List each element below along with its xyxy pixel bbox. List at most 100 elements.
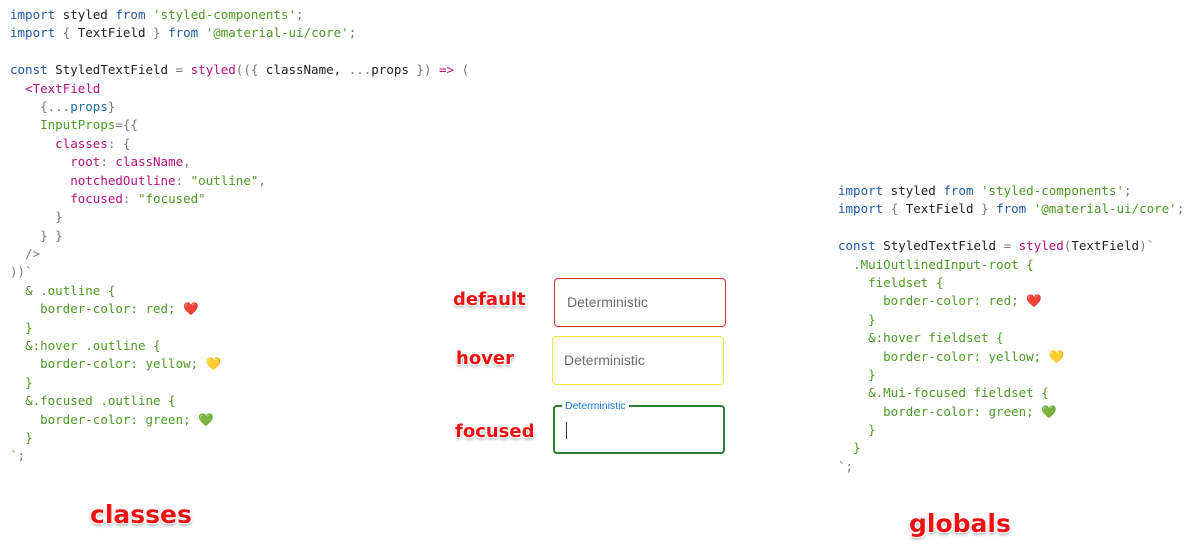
textfield-default[interactable]: Deterministic [554, 278, 726, 327]
code-token: styled [1018, 238, 1064, 254]
code-token: = [175, 62, 184, 78]
code-token: fieldset { [868, 274, 944, 290]
code-token [10, 338, 25, 353]
code-line: } [838, 421, 1184, 439]
code-token: /> [25, 246, 41, 262]
textfield-hover[interactable]: Deterministic [552, 336, 724, 385]
code-line: & .outline { [10, 282, 469, 300]
code-token [10, 209, 55, 224]
code-token [10, 246, 25, 261]
code-token: "focused" [137, 190, 206, 206]
code-token: } [868, 311, 876, 327]
code-token [838, 367, 868, 382]
code-token: import [838, 201, 884, 217]
code-token: } [55, 209, 63, 225]
code-token [10, 228, 40, 243]
code-token [838, 257, 853, 272]
code-token: border-color: green; [883, 403, 1042, 419]
code-token: : { [107, 135, 131, 151]
code-line: fieldset { [838, 274, 1184, 292]
code-token: ; [845, 458, 854, 474]
code-line: InputProps={{ [10, 116, 469, 134]
code-token: focused [70, 190, 123, 206]
code-line [838, 219, 1184, 237]
code-line: notchedOutline: "outline", [10, 172, 469, 190]
code-token [10, 99, 40, 114]
code-token: ` [10, 448, 18, 464]
heart-emoji-icon: 💚 [198, 411, 214, 427]
code-token: &:hover .outline { [25, 338, 161, 354]
code-token [10, 412, 40, 427]
code-line: .MuiOutlinedInput-root { [838, 256, 1184, 274]
code-token [10, 154, 70, 169]
code-token [10, 283, 25, 298]
code-line: } [838, 439, 1184, 457]
code-token: classes [55, 135, 108, 151]
code-token [838, 293, 883, 308]
code-token: 'styled-components' [981, 183, 1125, 198]
code-token: { [890, 201, 899, 217]
code-token: notchedOutline [70, 172, 176, 188]
code-line: border-color: green; 💚 [838, 403, 1184, 421]
code-token [838, 349, 883, 364]
code-token [10, 430, 25, 445]
code-token [838, 330, 868, 345]
code-line [10, 43, 469, 61]
code-token: , [183, 154, 191, 170]
code-token: TextField [898, 201, 982, 217]
code-token: = [1003, 238, 1012, 254]
code-token: from [115, 7, 146, 22]
code-token: className, [258, 62, 349, 78]
code-token: import [838, 183, 884, 198]
code-token: {... [40, 98, 71, 114]
code-token: } [153, 25, 161, 41]
code-token: : [122, 190, 131, 206]
code-line: `; [838, 458, 1184, 476]
code-token: &:hover fieldset { [868, 330, 1004, 346]
code-token: .MuiOutlinedInput-root { [853, 256, 1034, 272]
heart-emoji-icon: 💛 [1048, 348, 1065, 364]
hover-state-label: hover [456, 348, 514, 369]
code-token [431, 62, 439, 77]
code-token: )` [1139, 238, 1155, 254]
code-token [183, 62, 191, 77]
code-token: ` [838, 458, 846, 474]
code-token: , [258, 172, 266, 188]
code-token: '@material-ui/core' [205, 25, 349, 41]
code-token: ))` [10, 264, 33, 280]
code-token [10, 136, 55, 151]
code-line: } [10, 374, 469, 392]
code-token: } [25, 374, 33, 390]
code-line: import styled from 'styled-components'; [838, 182, 1184, 200]
code-token: from [168, 25, 199, 41]
textfield-focused[interactable]: Deterministic [553, 399, 725, 454]
globals-code-block: import styled from 'styled-components';i… [838, 182, 1184, 476]
textfield-focused-label: Deterministic [562, 399, 629, 413]
code-line: border-color: red; ❤️ [10, 300, 469, 318]
heart-emoji-icon: 💚 [1041, 403, 1057, 419]
classes-code-block: import styled from 'styled-components';i… [10, 6, 469, 466]
code-token: }) [416, 62, 432, 78]
classes-section-label: classes [90, 500, 192, 529]
code-token [1011, 238, 1019, 253]
textfield-default-value: Deterministic [567, 294, 648, 310]
code-line: classes: { [10, 135, 469, 153]
text-caret [566, 422, 567, 439]
code-line: } [10, 208, 469, 226]
code-token [161, 25, 169, 40]
code-line: border-color: yellow; 💛 [10, 355, 469, 373]
code-token: border-color: green; [40, 411, 199, 427]
code-token: from [996, 201, 1027, 217]
code-token: => [439, 62, 455, 78]
code-token [183, 173, 191, 188]
code-token: ; [17, 448, 26, 464]
code-token: } [981, 201, 989, 217]
code-token [10, 191, 70, 206]
heart-emoji-icon: 💛 [205, 356, 222, 372]
code-token: className [115, 154, 184, 170]
code-token: border-color: yellow; [883, 348, 1049, 364]
code-line: } [838, 311, 1184, 329]
code-token [130, 191, 138, 206]
code-token: & .outline { [25, 282, 116, 298]
code-token: StyledTextField [47, 62, 176, 78]
